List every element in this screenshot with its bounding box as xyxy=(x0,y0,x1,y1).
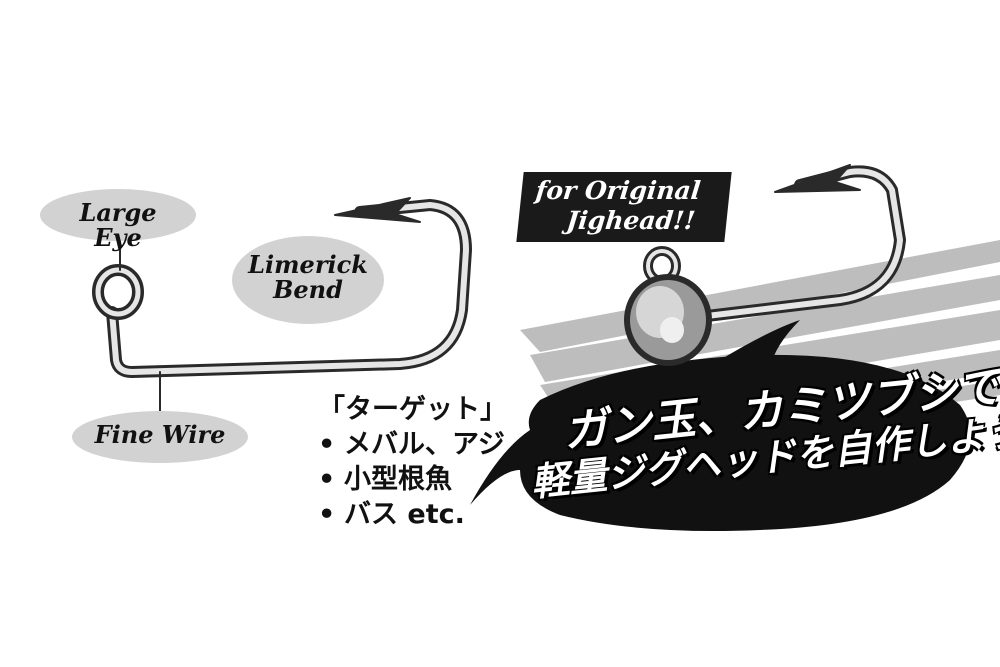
limerick-label-line2: Bend xyxy=(273,275,343,305)
target-item-text: メバル、アジ xyxy=(344,429,505,461)
original-jighead-badge: for Original Jighead!! xyxy=(516,172,732,242)
list-item: •小型根魚 xyxy=(318,462,507,497)
target-list: 「ターゲット」 •メバル、アジ •小型根魚 •バス etc. xyxy=(318,392,507,532)
list-item: •メバル、アジ xyxy=(318,427,507,462)
limerick-label-line1: Limerick xyxy=(248,250,368,279)
jighead-hook xyxy=(643,164,906,324)
hook-illustration xyxy=(92,197,472,413)
bullet: • xyxy=(318,464,336,496)
speech-bubble xyxy=(470,354,971,531)
target-item-text: 小型根魚 xyxy=(344,464,452,496)
large-eye-ellipse xyxy=(40,189,196,241)
limerick-bend-ellipse xyxy=(232,236,384,324)
jighead-ball xyxy=(624,274,712,366)
target-item-text: バス etc. xyxy=(344,499,465,531)
large-eye-label: Large Eye xyxy=(79,198,157,253)
target-heading: 「ターゲット」 xyxy=(318,394,507,425)
bullet: • xyxy=(318,429,336,461)
bullet: • xyxy=(318,499,336,531)
limerick-bend-label: Limerick Bend xyxy=(236,250,380,305)
badge-line1: for Original xyxy=(534,176,702,205)
badge-line2: Jighead!! xyxy=(565,206,697,235)
speech-bubble-tail xyxy=(720,320,800,368)
fine-wire-ellipse xyxy=(72,411,248,463)
fine-wire-label: Fine Wire xyxy=(94,420,226,449)
list-item: •バス etc. xyxy=(318,497,507,532)
